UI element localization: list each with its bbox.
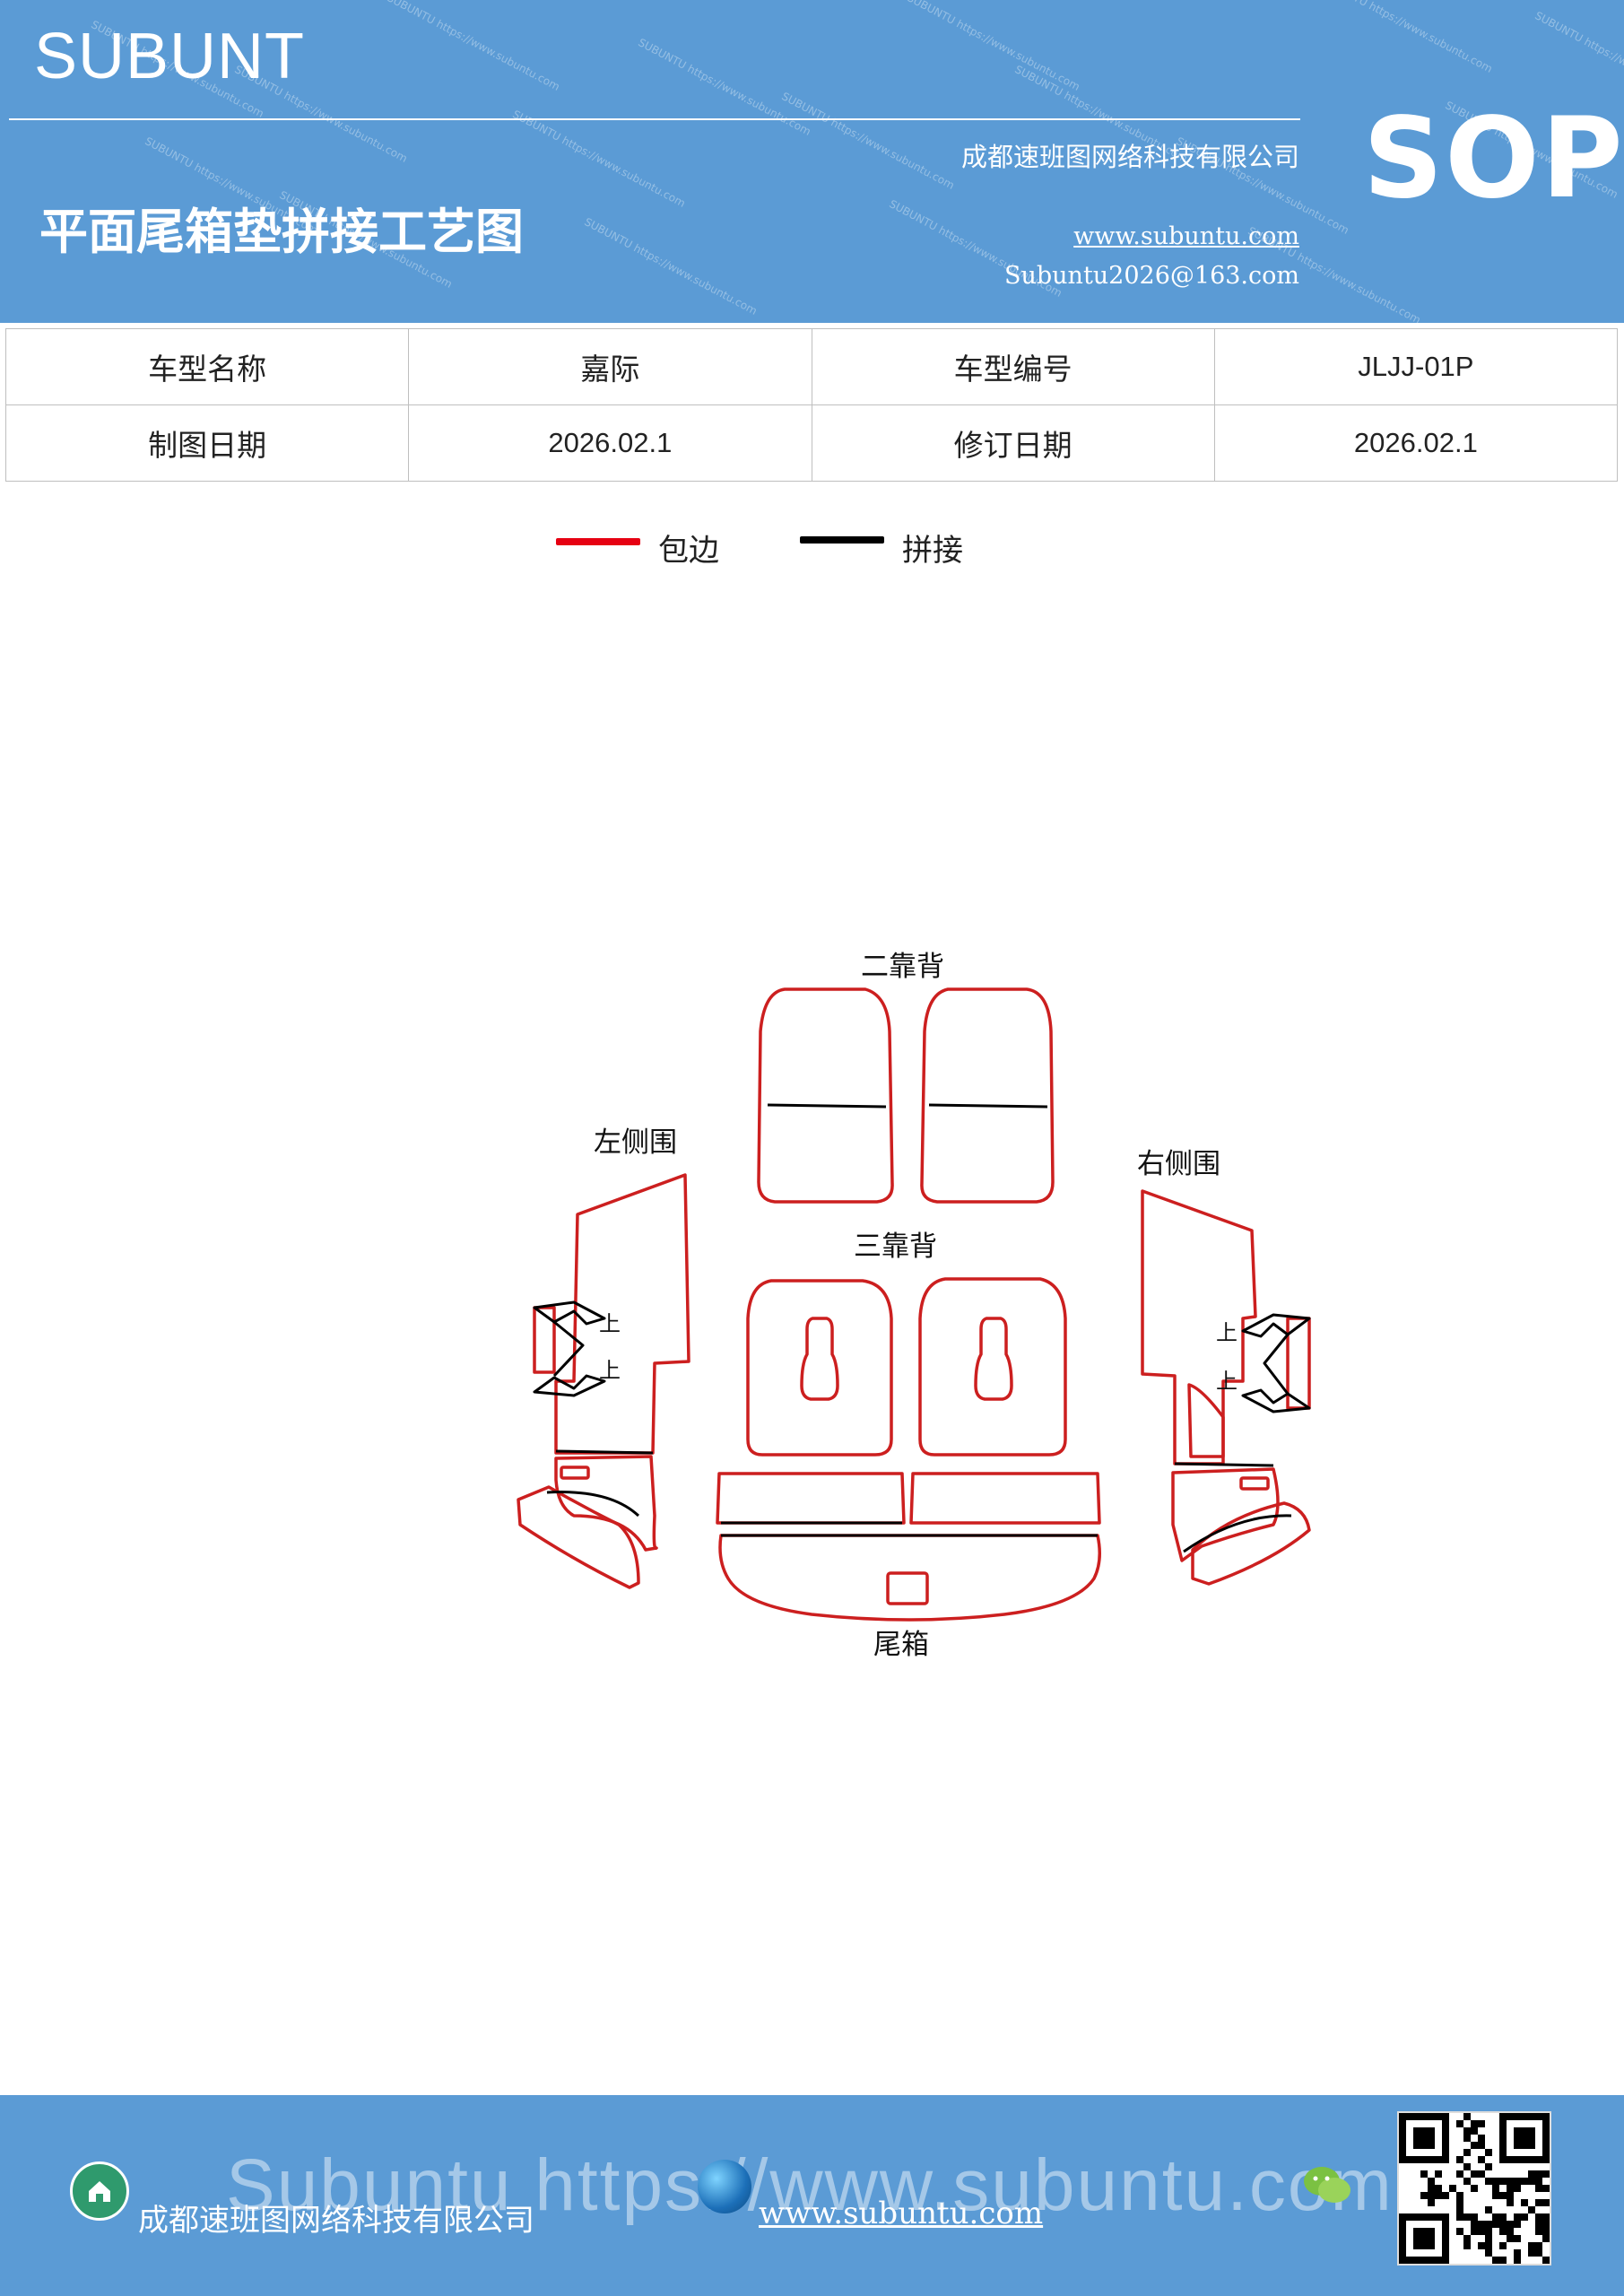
third-back-right-cutout (974, 1317, 1013, 1401)
label-third-back: 三靠背 (854, 1231, 937, 1263)
draw-date-label: 制图日期 (4, 404, 410, 482)
watermark-text: SUBUNTU https://www.subuntu.com (905, 0, 1082, 93)
legend-seam-label: 拼接 (902, 533, 963, 569)
legend-seam-swatch (800, 536, 884, 544)
right-clip-upper (1241, 1313, 1311, 1338)
watermark-text: SUBUNTU https://www.subuntu.com (582, 215, 760, 317)
sop-badge: SOP (1363, 94, 1624, 223)
watermark-text: SUBUNTU https://www.subuntu.com (385, 0, 562, 93)
left-side-lower-panel (554, 1455, 658, 1552)
left-side-slot (560, 1465, 590, 1480)
right-side-slot (1239, 1476, 1270, 1491)
globe-icon (698, 2160, 751, 2213)
footer-website-link[interactable]: www.subuntu.com (759, 2196, 1044, 2231)
third-back-left-cutout (800, 1317, 839, 1401)
vehicle-info-table: 车型名称 嘉际 车型编号 JLJJ-01P 制图日期 2026.02.1 修订日… (4, 328, 1619, 482)
trunk-strip-right (909, 1472, 1101, 1525)
second-back-right-panel (920, 987, 1055, 1204)
legend-edge-swatch (556, 538, 640, 545)
second-back-left-seam (767, 1103, 887, 1109)
second-back-left-panel (757, 987, 894, 1204)
right-side-corner-panel (1191, 1501, 1311, 1586)
up-mark-right-1: 上 (1216, 1320, 1238, 1345)
right-side-main-panel (1141, 1189, 1257, 1465)
model-code-label: 车型编号 (811, 328, 1215, 405)
contact-email[interactable]: Subuntu2026@163.com (1004, 262, 1299, 290)
left-side-main-panel (554, 1173, 690, 1455)
revision-date-label: 修订日期 (811, 404, 1215, 482)
left-clip-upper (533, 1300, 606, 1326)
left-side-bracket (533, 1306, 556, 1374)
home-icon (70, 2161, 129, 2221)
revision-date-value: 2026.02.1 (1213, 404, 1619, 482)
brand-logo-text: SUBUNT (34, 21, 306, 92)
left-clip-lower (533, 1374, 606, 1397)
draw-date-value: 2026.02.1 (408, 404, 812, 482)
watermark-text: SUBUNTU https://www.subuntu.com (779, 90, 957, 192)
third-back-left-panel (746, 1279, 893, 1457)
legend-edge-label: 包边 (658, 533, 719, 569)
up-mark-left-2: 上 (599, 1358, 621, 1383)
trunk-strip-left (716, 1472, 906, 1525)
right-side-seam (1174, 1462, 1274, 1467)
label-left-side: 左侧围 (594, 1126, 677, 1159)
table-row: 制图日期 2026.02.1 修订日期 2026.02.1 (4, 404, 1619, 482)
watermark-text: SUBUNTU https://www.subuntu.com (510, 108, 688, 210)
left-side-corner-seam (546, 1491, 640, 1518)
label-trunk: 尾箱 (873, 1629, 929, 1661)
left-side-corner-panel (517, 1485, 640, 1589)
up-mark-right-2: 上 (1216, 1369, 1238, 1394)
third-back-right-panel (918, 1277, 1067, 1457)
model-name-label: 车型名称 (4, 328, 410, 405)
qr-code (1397, 2111, 1551, 2266)
left-side-seam (555, 1449, 654, 1455)
right-side-lower-panel (1171, 1467, 1280, 1562)
watermark-text: SUBUNTU https://www.subuntu.com (1317, 0, 1495, 75)
trunk-handle-cutout (886, 1571, 929, 1605)
label-second-back: 二靠背 (861, 951, 944, 983)
model-code-value: JLJJ-01P (1213, 328, 1619, 405)
table-row: 车型名称 嘉际 车型编号 JLJJ-01P (4, 328, 1619, 405)
wechat-icon (1304, 2167, 1350, 2203)
model-name-value: 嘉际 (408, 328, 812, 405)
up-mark-left-1: 上 (599, 1311, 621, 1336)
right-side-bracket (1286, 1317, 1311, 1410)
right-side-corner-seam (1183, 1514, 1292, 1553)
footer-overlay-text: Subuntu https://www.subuntu.com (226, 2144, 1394, 2226)
document-title: 平面尾箱垫拼接工艺图 (39, 204, 524, 260)
header-divider (9, 118, 1300, 120)
label-right-side: 右侧围 (1137, 1148, 1220, 1180)
footer-company-name: 成都速班图网络科技有限公司 (138, 2203, 534, 2239)
company-name: 成都速班图网络科技有限公司 (960, 142, 1299, 172)
watermark-text: SUBUNTU https://www.subuntu.com (636, 36, 813, 138)
trunk-main-panel (718, 1534, 1101, 1622)
left-clip-mid (552, 1320, 585, 1378)
right-clip-lower (1241, 1388, 1311, 1413)
right-clip-mid (1263, 1334, 1290, 1395)
right-side-pocket (1187, 1383, 1225, 1458)
website-link[interactable]: www.subuntu.com (1073, 222, 1299, 250)
footer-banner: Subuntu https://www.subuntu.com 成都速班图网络科… (0, 2095, 1624, 2296)
second-back-right-seam (928, 1103, 1048, 1109)
